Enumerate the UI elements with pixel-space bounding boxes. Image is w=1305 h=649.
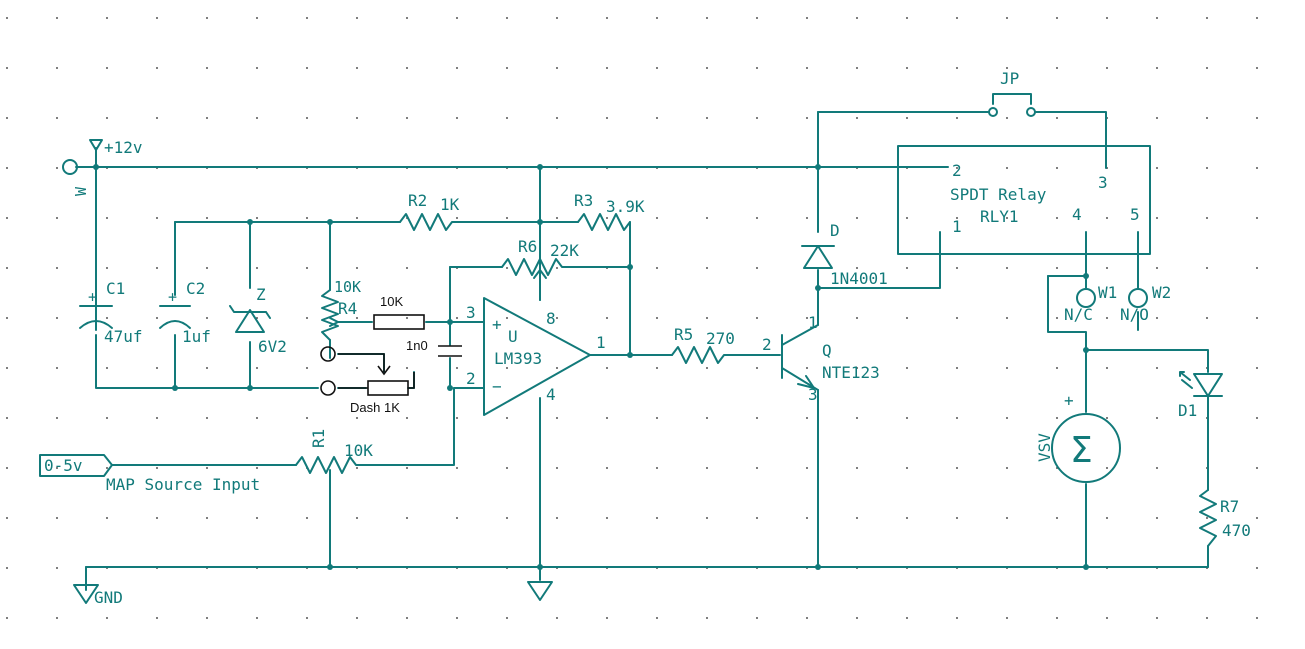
svg-text:+: + [168,288,177,306]
opamp-lm393: + − U LM393 3 2 1 8 4 [466,297,606,416]
opamp-pin-out: 1 [596,333,606,352]
potentiometer-r6: R6 22K [501,237,579,288]
r7-ref: R7 [1220,497,1239,516]
capacitor-1n0: 1n0 [406,338,462,357]
r3-value: 3.9K [606,197,645,216]
r4-ref: R4 [338,299,357,318]
capacitor-c1: + C1 47uf [79,279,143,346]
c2-ref: C2 [186,279,205,298]
input-name: MAP Source Input [106,475,260,494]
relay-title: SPDT Relay [950,185,1047,204]
dash-potentiometer: Dash 1K [320,346,415,415]
potentiometer-r4: 10K R4 [321,278,361,341]
resistor-r2: R2 1K [399,191,460,231]
resistor-r7: R7 470 [1199,489,1251,547]
power-label: +12v [104,138,143,157]
r5-value: 270 [706,329,735,348]
r4-pot-value: 10K [334,278,361,296]
resistor-r5: R5 270 [671,325,735,364]
r7-value: 470 [1222,521,1251,540]
svg-text:−: − [492,377,502,396]
r5-ref: R5 [674,325,693,344]
relay-pin-3: 3 [1098,173,1108,192]
power-terminal: +12v W [62,138,143,196]
relay-pin-2: 2 [952,161,962,180]
r3-ref: R3 [574,191,593,210]
w1-label: N/C [1064,305,1093,324]
relay-rly1: 2 3 1 4 5 SPDT Relay RLY1 [897,145,1151,255]
vsv-ref: VSV [1035,433,1054,462]
zener-ref: Z [256,285,266,304]
input-port: 0-5v MAP Source Input [39,454,260,494]
vsv-symbol: Σ [1070,430,1093,471]
zener-value: 6V2 [258,337,287,356]
junction-dots [93,164,1089,570]
r1-value: 10K [344,441,373,460]
opamp-pin-gnd: 4 [546,385,556,404]
opamp-pin-vcc: 8 [546,309,556,328]
transistor-pin-b: 2 [762,335,772,354]
vsv-sign: + [1064,391,1074,410]
dash-value: Dash 1K [350,400,400,415]
diode-ref: D [830,221,840,240]
svg-text:+: + [88,288,97,306]
r2-value: 1K [440,195,460,214]
opamp-pin-minus: 2 [466,369,476,388]
capacitor-c2: + C2 1uf [159,279,211,346]
jumper-jp: JP [988,69,1036,117]
relay-pin-1: 1 [952,217,962,236]
led-d1: D1 [1178,371,1223,420]
terminal-w1: W1 N/C [1064,283,1117,324]
r6-ref: R6 [518,237,537,256]
diode-d: D 1N4001 [801,221,888,288]
zener-diode: Z 6V2 [229,285,287,356]
resistor-r3: R3 3.9K [574,191,645,231]
resistor-series-10k: 10K [373,294,425,330]
potentiometer-r1: R1 10K [295,429,373,476]
r1-ref: R1 [309,429,328,448]
c1-ref: C1 [106,279,125,298]
w2-label: N/O [1120,305,1149,324]
input-tag: 0-5v [44,456,83,475]
cap-1n0-value: 1n0 [406,338,428,353]
d1-ref: D1 [1178,401,1197,420]
opamp-ref: U [508,327,518,346]
w1-ref: W1 [1098,283,1117,302]
opamp-pin-plus: 3 [466,303,476,322]
transistor-pin-c: 1 [808,313,818,332]
opamp-part: LM393 [494,349,542,368]
transistor-part: NTE123 [822,363,880,382]
ground-symbol: GND [73,581,553,607]
r6-value: 22K [550,241,579,260]
power-terminal-label: W [72,186,90,196]
diode-part: 1N4001 [830,269,888,288]
vsv-source: + Σ VSV [1035,391,1121,483]
c1-value: 47uf [104,327,143,346]
transistor-pin-e: 3 [808,385,818,404]
terminal-w2: W2 N/O [1120,283,1171,324]
c2-value: 1uf [182,327,211,346]
transistor-ref: Q [822,341,832,360]
transistor-q: 2 1 3 Q NTE123 [762,313,880,404]
r2-ref: R2 [408,191,427,210]
relay-ref: RLY1 [980,207,1019,226]
svg-text:+: + [492,315,502,334]
series-resistor-value: 10K [380,294,403,309]
ground-label: GND [94,588,123,607]
jumper-ref: JP [1000,69,1019,88]
w2-ref: W2 [1152,283,1171,302]
relay-pin-4: 4 [1072,205,1082,224]
relay-pin-5: 5 [1130,205,1140,224]
